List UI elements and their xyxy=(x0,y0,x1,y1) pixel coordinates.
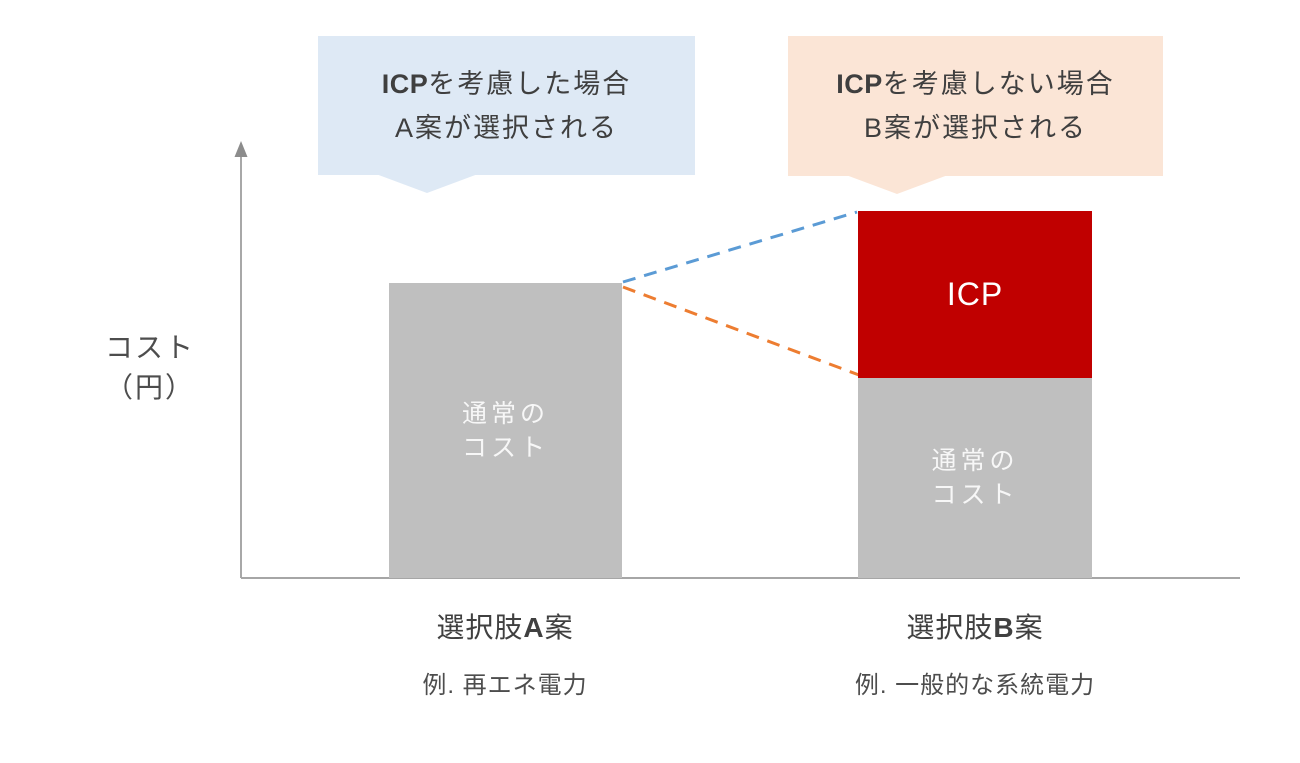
category-label-option-a-letter: A xyxy=(523,612,545,643)
category-label-option-b: 選択肢B案 xyxy=(825,610,1125,646)
dashed-connector-orange xyxy=(622,285,860,377)
callout-tail-down-icon xyxy=(376,174,478,193)
bar-option-b-normal-cost-segment: 通常の コスト xyxy=(858,378,1092,578)
category-label-option-b-prefix: 選択肢 xyxy=(906,612,994,643)
bar-option-b-normal-cost-label-line2: コスト xyxy=(931,481,1019,509)
callout-icp-considered-line1-icp: ICP xyxy=(381,68,429,99)
category-example-option-a: 例. 再エネ電力 xyxy=(422,672,588,699)
bar-option-b-normal-cost-label: 通常の コスト xyxy=(931,444,1018,512)
bar-option-b-icp-segment: ICP xyxy=(858,211,1092,378)
callout-icp-not-considered-line1-rest: を考慮しない場合 xyxy=(882,69,1115,99)
callout-icp-not-considered: ICPを考慮しない場合 B案が選択される xyxy=(788,36,1163,194)
callout-icp-not-considered-line2: B案が選択される xyxy=(863,113,1087,143)
category-label-option-a-suffix: 案 xyxy=(544,612,574,643)
category-label-option-b-letter: B xyxy=(993,612,1015,643)
bar-option-a-normal-cost-label-line1: 通常の xyxy=(461,399,549,428)
bar-option-b-icp-label: ICP xyxy=(946,276,1004,312)
dashed-connector-blue xyxy=(622,210,858,284)
bar-option-a-normal-cost-label-line2: コスト xyxy=(461,433,549,462)
category-label-option-b-suffix: 案 xyxy=(1014,612,1044,643)
y-axis-label-line1: コスト xyxy=(104,332,195,363)
bar-option-a-normal-cost-label: 通常の コスト xyxy=(462,397,549,465)
category-label-option-a: 選択肢A案 xyxy=(355,610,655,646)
y-axis-label-line2: （円） xyxy=(104,372,195,403)
category-label-option-a-prefix: 選択肢 xyxy=(436,612,524,643)
callout-icp-considered-line2: A案が選択される xyxy=(394,112,618,143)
category-example-option-b: 例. 一般的な系統電力 xyxy=(854,672,1096,699)
callout-icp-considered-line1: ICPを考慮した場合 xyxy=(382,62,632,106)
bar-option-b-normal-cost-label-line1: 通常の xyxy=(931,447,1019,475)
callout-icp-considered-line1-rest: を考慮した場合 xyxy=(428,68,632,99)
callout-icp-not-considered-line1: ICPを考慮しない場合 xyxy=(836,62,1115,106)
y-axis-label: コスト （円） xyxy=(72,328,228,408)
callout-tail-down-icon xyxy=(846,175,948,194)
y-axis-arrowhead-icon xyxy=(234,141,248,157)
callout-icp-considered: ICPを考慮した場合 A案が選択される xyxy=(318,36,695,193)
bar-option-a-normal-cost-segment: 通常の コスト xyxy=(389,283,622,578)
callout-icp-not-considered-line1-icp: ICP xyxy=(836,69,883,99)
